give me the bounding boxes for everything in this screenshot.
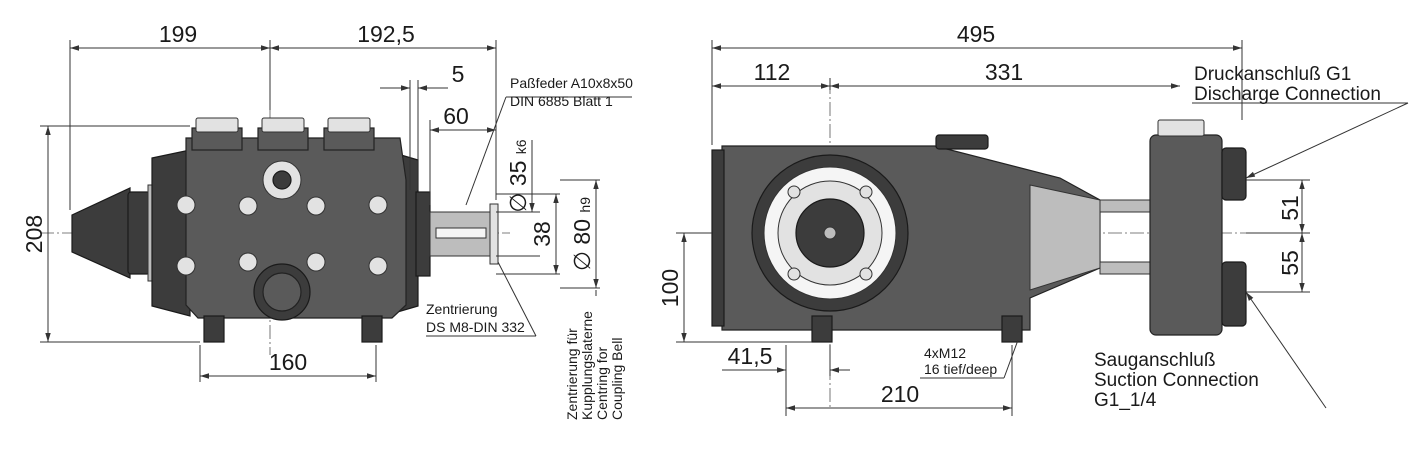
dim-35-tolerance: k6 <box>513 139 529 154</box>
dim-38: 38 <box>529 221 555 247</box>
dim-495: 495 <box>957 21 995 47</box>
manifold-head <box>1149 134 1223 336</box>
side-view: 495 112 331 100 41,5 210 4xM12 16 tief/d… <box>657 21 1409 416</box>
bolt <box>368 256 388 276</box>
discharge-port <box>1221 147 1247 201</box>
dim-80: ∅ 80 h9 <box>569 197 595 271</box>
suction-port-front-inner <box>262 272 302 312</box>
diameter-symbol: ∅ <box>505 193 531 213</box>
front-bolts <box>176 195 388 276</box>
hex-plug-2 <box>261 117 305 133</box>
discharge-note-line2: Discharge Connection <box>1194 84 1381 105</box>
bolt <box>306 196 326 216</box>
dim-199: 199 <box>159 21 197 47</box>
inlet-cone <box>71 187 131 279</box>
dim-160: 160 <box>269 349 307 375</box>
dim-210: 210 <box>881 381 919 407</box>
suction-note-line1: Sauganschluß <box>1094 350 1215 371</box>
dim-41-5: 41,5 <box>728 343 773 369</box>
hex-plug-3 <box>327 117 371 133</box>
dim-35-value: 35 <box>505 161 531 187</box>
foot-left <box>203 315 225 343</box>
manifold-body <box>185 137 407 319</box>
dim-5: 5 <box>452 61 465 87</box>
left-side-cover <box>151 149 191 317</box>
cover-bolts <box>787 185 873 281</box>
bolt <box>238 196 258 216</box>
key-note-line2: DIN 6885 Blatt 1 <box>510 93 613 109</box>
bell-note-line1: Zentrierung für <box>564 328 580 420</box>
bell-note-line4: Coupling Bell <box>609 338 625 421</box>
suction-note-line3: G1_1/4 <box>1094 390 1157 411</box>
cone-flange <box>127 191 151 275</box>
bolt <box>176 256 196 276</box>
side-hex-plug <box>1157 119 1205 137</box>
plunger-upper <box>1099 199 1153 213</box>
foot-right <box>361 315 383 343</box>
dim-100: 100 <box>657 269 683 307</box>
bolt <box>238 252 258 272</box>
dim-331: 331 <box>985 59 1023 85</box>
bolt <box>176 195 196 215</box>
diameter-symbol: ∅ <box>569 251 595 271</box>
oil-filler-cap <box>935 134 989 150</box>
suction-note-line2: Suction Connection <box>1094 370 1259 391</box>
dim-35: ∅ 35 k6 <box>505 139 531 212</box>
front-view: 199 192,5 5 60 208 160 ∅ 35 k6 38 <box>21 21 633 420</box>
shaft-centre <box>823 226 837 240</box>
dim-51: 51 <box>1277 195 1303 221</box>
hex-plug-1 <box>195 117 239 133</box>
bolt <box>368 195 388 215</box>
bell-note-line2: Kupplungslaterne <box>579 311 595 420</box>
thread-note-line1: 4xM12 <box>924 345 966 361</box>
discharge-note-line1: Druckanschluß G1 <box>1194 64 1351 85</box>
bolt <box>306 252 326 272</box>
bell-note-line3: Centring for <box>594 347 610 420</box>
bolt <box>787 185 801 199</box>
bolt <box>859 267 873 281</box>
key-note-line1: Paßfeder A10x8x50 <box>510 75 633 91</box>
dim-192-5: 192,5 <box>357 21 415 47</box>
dim-208: 208 <box>21 215 47 253</box>
suction-port <box>1221 261 1247 327</box>
dim-80-tolerance: h9 <box>577 197 593 213</box>
side-foot-right <box>1001 315 1023 343</box>
centering-note-line1: Zentrierung <box>426 301 498 317</box>
dim-60: 60 <box>443 103 469 129</box>
pressure-gauge-port-inner <box>272 170 292 190</box>
bolt <box>787 267 801 281</box>
plunger-lower <box>1099 261 1153 275</box>
side-foot-left <box>811 315 833 343</box>
crankcase-end-plate <box>711 149 725 327</box>
centering-note-line2: DS M8-DIN 332 <box>426 319 525 335</box>
dim-112: 112 <box>754 59 791 85</box>
shaft-end <box>489 203 499 265</box>
bolt <box>859 185 873 199</box>
shaft-keyway <box>435 227 487 239</box>
crankcase-taper <box>1029 184 1101 291</box>
dim-55: 55 <box>1277 250 1303 276</box>
dim-80-value: 80 <box>569 219 595 245</box>
thread-note-line2: 16 tief/deep <box>924 361 997 377</box>
shaft-flange <box>415 191 431 277</box>
